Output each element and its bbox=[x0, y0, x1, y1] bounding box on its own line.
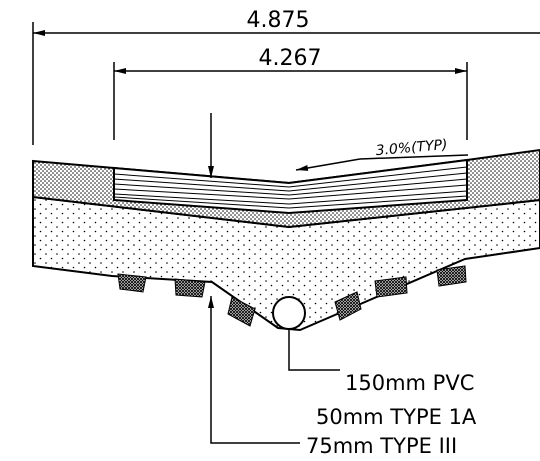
riprap-stone bbox=[436, 265, 467, 287]
pvc-pipe-label: 150mm PVC bbox=[345, 371, 474, 395]
riprap-stone bbox=[174, 278, 206, 298]
riprap-stone bbox=[334, 291, 362, 321]
overall-width-dimension: 4.875 bbox=[32, 8, 540, 145]
slope-label-underline bbox=[359, 154, 469, 160]
slope-callout: 3.0%(TYP) bbox=[295, 137, 469, 171]
pvc-pipe-circle bbox=[272, 296, 306, 330]
type-1a-label: 50mm TYPE 1A bbox=[316, 405, 477, 429]
slope-label: 3.0%(TYP) bbox=[375, 137, 448, 159]
surface-course-layer bbox=[113, 158, 468, 215]
inner-width-dimension: 4.267 bbox=[113, 46, 468, 140]
riprap-stone bbox=[117, 273, 147, 293]
overall-width-value: 4.875 bbox=[247, 8, 310, 33]
slope-arrow bbox=[295, 158, 361, 171]
type-iii-leader bbox=[208, 296, 300, 444]
riprap-stones bbox=[117, 265, 467, 327]
type-iii-label: 75mm TYPE III bbox=[306, 434, 457, 458]
riprap-stone bbox=[227, 296, 256, 327]
pvc-pipe-leader bbox=[288, 330, 340, 371]
riprap-stone bbox=[374, 276, 408, 298]
inner-width-value: 4.267 bbox=[259, 46, 322, 71]
